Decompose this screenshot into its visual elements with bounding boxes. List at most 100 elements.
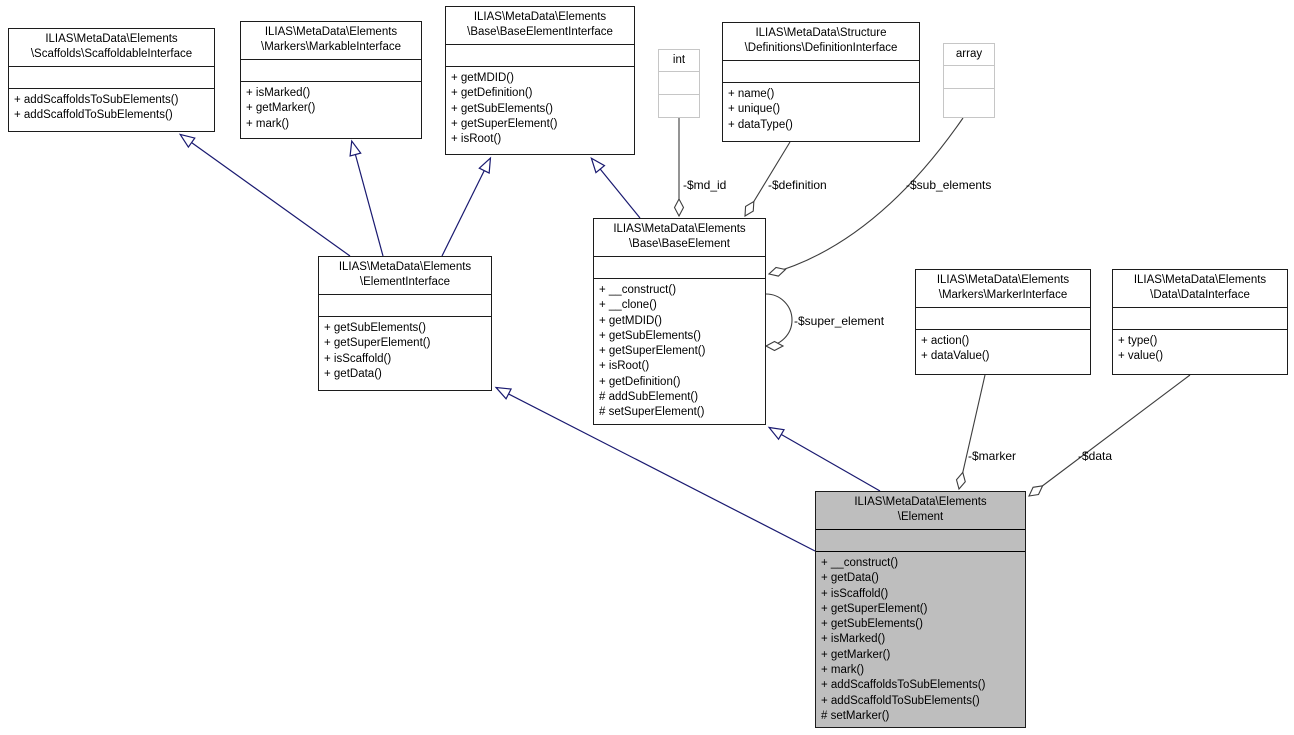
method-entry: + isMarked()	[246, 87, 311, 99]
method-entry: + getMarker()	[821, 648, 891, 661]
method-entry: + getDefinition()	[451, 87, 533, 100]
method-entry: + name()	[728, 88, 775, 100]
edge-agg-sub-elements	[767, 117, 964, 277]
method-entry: + mark()	[821, 664, 865, 677]
class-box-scaffoldable-interface[interactable]: ILIAS\MetaData\Elements \Scaffolds\Scaff…	[8, 28, 215, 132]
method-entry: + __construct()	[821, 557, 899, 569]
method-entry: + getSuperElement()	[821, 602, 928, 615]
attributes-compartment	[446, 45, 634, 67]
method-entry: + getMarker()	[246, 102, 316, 115]
method-entry: + dataValue()	[921, 350, 990, 363]
class-box-marker-interface[interactable]: ILIAS\MetaData\Elements \Markers\MarkerI…	[915, 269, 1091, 375]
class-box-data-interface[interactable]: ILIAS\MetaData\Elements \Data\DataInterf…	[1112, 269, 1288, 375]
edge-label-md-id: -$md_id	[683, 178, 727, 192]
method-entry: + action()	[921, 335, 970, 347]
method-entry: + getDefinition()	[599, 375, 681, 388]
method-entry: + getSubElements()	[451, 102, 553, 115]
method-entry: + dataType()	[728, 118, 793, 131]
method-entry: # setMarker()	[821, 709, 890, 722]
class-box-base-element[interactable]: ILIAS\MetaData\Elements \Base\BaseElemen…	[593, 218, 766, 425]
attributes-compartment	[1113, 308, 1287, 330]
method-entry: + addScaffoldToSubElements()	[821, 694, 980, 707]
class-box-markable-interface[interactable]: ILIAS\MetaData\Elements \Markers\Markabl…	[240, 21, 422, 139]
method-entry: + __clone()	[599, 299, 657, 312]
class-title: ILIAS\MetaData\Elements \Scaffolds\Scaff…	[9, 29, 214, 67]
class-title: ILIAS\MetaData\Elements \Data\DataInterf…	[1113, 270, 1287, 308]
attributes-compartment	[594, 257, 765, 279]
empty-compartment	[659, 72, 699, 95]
class-box-definition-interface[interactable]: ILIAS\MetaData\Structure \Definitions\De…	[722, 22, 920, 142]
edge-agg-definition	[744, 141, 791, 218]
class-title: ILIAS\MetaData\Elements \Markers\MarkerI…	[916, 270, 1090, 308]
method-entry: + addScaffoldsToSubElements()	[821, 679, 986, 692]
class-box-element-interface[interactable]: ILIAS\MetaData\Elements \ElementInterfac…	[318, 256, 492, 391]
attributes-compartment	[319, 295, 491, 317]
method-entry: # setSuperElement()	[599, 406, 705, 419]
attributes-compartment	[9, 67, 214, 89]
methods-compartment: + type() + value()	[1113, 330, 1287, 374]
methods-compartment: + isMarked() + getMarker() + mark()	[241, 82, 421, 138]
edge-agg-super-element-selfloop	[764, 293, 793, 352]
method-entry: + getSubElements()	[821, 618, 923, 631]
attributes-compartment	[241, 60, 421, 82]
attributes-compartment	[916, 308, 1090, 330]
method-entry: + getSuperElement()	[599, 345, 706, 358]
edge-label-super-element: -$super_element	[794, 314, 885, 328]
method-entry: + getData()	[324, 367, 382, 380]
methods-compartment: + name() + unique() + dataType()	[723, 83, 919, 141]
edge-inherit-element-baseelement	[767, 426, 881, 492]
methods-compartment: + __construct() + getData() + isScaffold()…	[816, 552, 1025, 727]
method-entry: + getData()	[821, 572, 879, 585]
type-label: array	[944, 44, 994, 66]
methods-compartment: + getMDID() + getDefinition() + getSubElem…	[446, 67, 634, 154]
class-box-element-current: ILIAS\MetaData\Elements \Element + __con…	[815, 491, 1026, 728]
class-title: ILIAS\MetaData\Elements \Element	[816, 492, 1025, 530]
method-entry: + mark()	[246, 117, 290, 130]
edge-inherit-elementinterface-scaffoldable	[178, 133, 351, 257]
method-entry: + addScaffoldsToSubElements()	[14, 94, 179, 106]
method-entry: + isScaffold()	[324, 352, 392, 365]
method-entry: + getSuperElement()	[324, 337, 431, 350]
class-title: ILIAS\MetaData\Elements \Markers\Markabl…	[241, 22, 421, 60]
empty-compartment	[944, 66, 994, 89]
empty-compartment	[944, 89, 994, 117]
method-entry: + getMDID()	[451, 72, 514, 84]
method-entry: + getSubElements()	[599, 329, 701, 342]
edge-label-data: -$data	[1078, 449, 1113, 463]
edge-agg-marker	[955, 374, 986, 491]
edge-label-sub-elements: -$sub_elements	[906, 178, 992, 192]
edge-inherit-elementinterface-markable	[349, 139, 384, 257]
edge-inherit-elementinterface-baseelementinterface	[441, 156, 492, 257]
empty-compartment	[659, 95, 699, 117]
method-entry: + type()	[1118, 335, 1158, 347]
method-entry: + unique()	[728, 103, 781, 116]
method-entry: + getSubElements()	[324, 322, 426, 334]
method-entry: + isMarked()	[821, 633, 886, 646]
class-title: ILIAS\MetaData\Structure \Definitions\De…	[723, 23, 919, 61]
method-entry: + isRoot()	[451, 133, 502, 146]
attributes-compartment	[723, 61, 919, 83]
method-entry: + getMDID()	[599, 314, 662, 327]
method-entry: + addScaffoldToSubElements()	[14, 109, 173, 122]
edge-label-marker: -$marker	[968, 449, 1017, 463]
method-entry: # addSubElement()	[599, 391, 699, 404]
method-entry: + isRoot()	[599, 360, 650, 373]
type-box-int: int	[658, 49, 700, 118]
edge-inherit-baseelement-baseelementinterface	[590, 156, 641, 219]
method-entry: + isScaffold()	[821, 587, 889, 600]
class-title: ILIAS\MetaData\Elements \ElementInterfac…	[319, 257, 491, 295]
edge-label-definition: -$definition	[768, 178, 827, 192]
type-label: int	[659, 50, 699, 72]
method-entry: + __construct()	[599, 284, 677, 296]
methods-compartment: + getSubElements() + getSuperElement() + i…	[319, 317, 491, 390]
methods-compartment: + __construct() + __clone() + getMDID() + g…	[594, 279, 765, 424]
edge-inherit-element-elementinterface	[494, 386, 816, 552]
edge-agg-data	[1028, 374, 1191, 497]
class-title: ILIAS\MetaData\Elements \Base\BaseElemen…	[446, 7, 634, 45]
class-title: ILIAS\MetaData\Elements \Base\BaseElemen…	[594, 219, 765, 257]
class-box-base-element-interface[interactable]: ILIAS\MetaData\Elements \Base\BaseElemen…	[445, 6, 635, 155]
method-entry: + getSuperElement()	[451, 117, 558, 130]
method-entry: + value()	[1118, 350, 1164, 363]
